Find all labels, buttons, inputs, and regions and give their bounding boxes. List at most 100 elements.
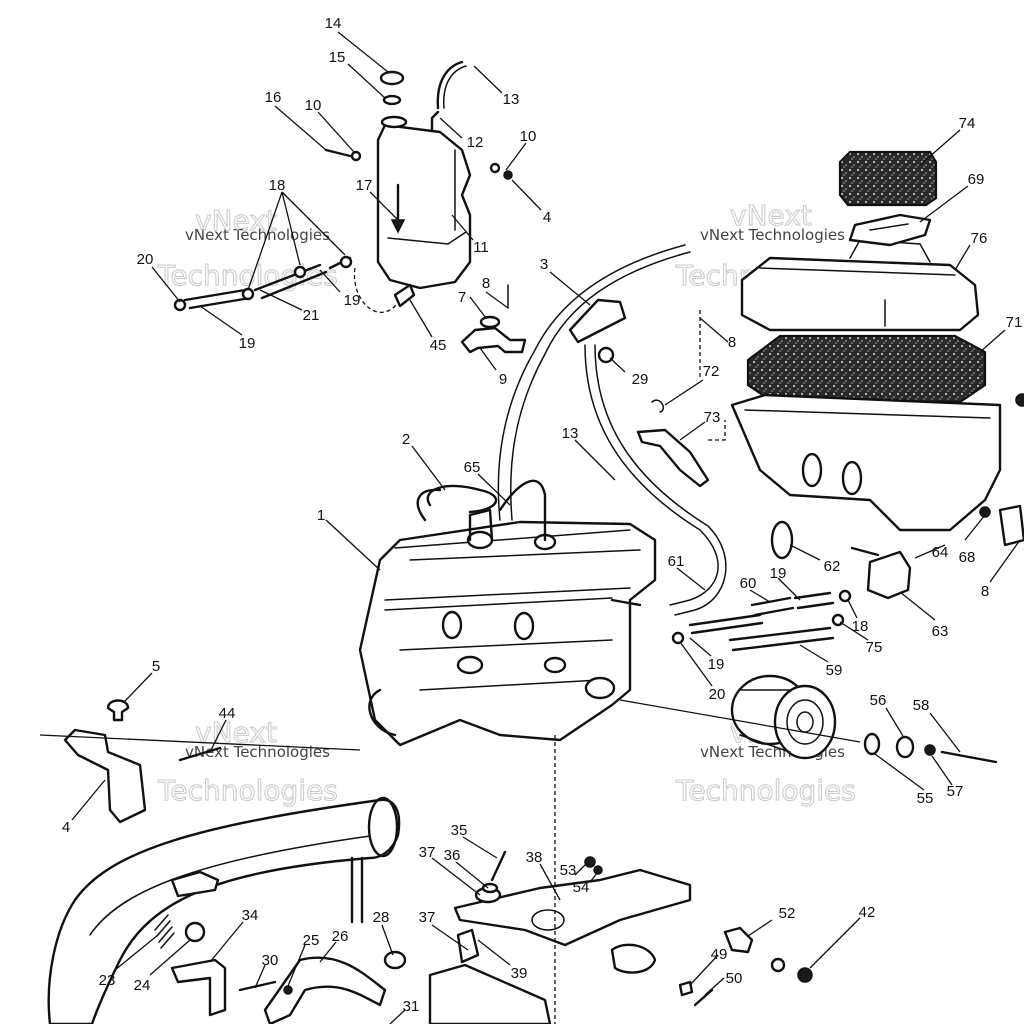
callout-16: 16 [265, 89, 282, 106]
grommet-24 [184, 921, 206, 943]
tube-13-long-b [594, 344, 727, 616]
callout-5: 5 [152, 658, 160, 675]
callout-21: 21 [303, 307, 320, 324]
callout-7: 7 [458, 289, 466, 306]
nut-53 [584, 856, 596, 868]
callout-4-top: 4 [543, 209, 551, 226]
watermark-mid-left: vNext Technologies vNext Technologies [157, 716, 339, 808]
fitting-52 [723, 926, 754, 954]
callout-37-top: 37 [419, 844, 436, 861]
callout-73: 73 [704, 409, 721, 426]
callout-74: 74 [959, 115, 976, 132]
callout-44: 44 [219, 705, 236, 722]
callout-42: 42 [859, 904, 876, 921]
callout-9: 9 [499, 371, 507, 388]
air-box-base [730, 393, 1002, 532]
callout-54: 54 [573, 879, 590, 896]
watermark-text: Technologies [675, 774, 856, 807]
part-49 [678, 980, 694, 997]
washer-10 [350, 150, 362, 162]
vent-tube [436, 60, 464, 110]
spring-23 [154, 914, 175, 949]
callout-50: 50 [726, 970, 743, 987]
callout-leaders [71, 31, 1021, 1024]
callout-8-top: 8 [482, 275, 490, 292]
callout-29: 29 [632, 371, 649, 388]
mount-37b [456, 928, 480, 964]
washer-42 [770, 957, 786, 973]
callout-62: 62 [824, 558, 841, 575]
callout-60: 60 [740, 575, 757, 592]
grommet-7 [479, 315, 501, 329]
bracket-68 [998, 504, 1024, 547]
callout-71: 71 [1006, 314, 1023, 331]
washer-10b [489, 162, 501, 174]
bracket-4-left [63, 728, 147, 824]
callout-35: 35 [451, 822, 468, 839]
watermark-text: vNext [730, 199, 812, 232]
clamp-18 [838, 589, 852, 603]
filter-71 [746, 334, 987, 404]
callout-26: 26 [332, 928, 349, 945]
callout-72: 72 [703, 363, 720, 380]
callout-19-top: 19 [344, 292, 361, 309]
spark-plug-wire [498, 479, 547, 542]
tube-13-long [584, 344, 719, 606]
cable-3 [497, 244, 686, 521]
callout-10: 10 [305, 97, 322, 114]
oil-tank [376, 70, 472, 290]
nut-64 [979, 506, 991, 518]
callout-53: 53 [560, 862, 577, 879]
cover-lower [610, 943, 657, 974]
hose-61 [688, 613, 764, 635]
clamp-29 [597, 346, 615, 364]
callout-59: 59 [826, 662, 843, 679]
air-box-lid [740, 239, 980, 332]
callout-19-left: 19 [239, 335, 256, 352]
plate-69 [848, 213, 932, 247]
callout-69: 69 [968, 171, 985, 188]
exhaust-pipe-26 [263, 956, 387, 1024]
callout-1: 1 [317, 507, 325, 524]
nut-4 [503, 170, 513, 180]
callout-12: 12 [467, 134, 484, 151]
bracket-9 [460, 326, 527, 354]
callout-labels: 14 15 13 16 10 12 10 4 17 11 18 20 19 21… [62, 15, 1023, 1015]
washer-57 [924, 744, 936, 756]
recoil-starter [730, 674, 837, 760]
bolt-30 [238, 980, 277, 992]
bolt-25 [283, 985, 293, 995]
hose-60 [750, 596, 795, 617]
callout-49: 49 [711, 946, 728, 963]
cable-3b [509, 251, 691, 521]
flange-62 [770, 520, 794, 560]
callout-55: 55 [917, 790, 934, 807]
callout-57: 57 [947, 783, 964, 800]
callout-8-right: 8 [981, 583, 989, 600]
callout-24: 24 [134, 977, 151, 994]
bolt-58 [940, 750, 998, 764]
callout-3: 3 [540, 256, 548, 273]
watermark-top-left: vNext Technologies vNext Technologies [157, 204, 339, 293]
callout-28: 28 [373, 909, 390, 926]
callout-61: 61 [668, 553, 685, 570]
watermark-text: Technologies [157, 774, 338, 807]
callout-65: 65 [464, 459, 481, 476]
callout-63: 63 [932, 623, 949, 640]
callout-56: 56 [870, 692, 887, 709]
callout-18-top: 18 [269, 177, 286, 194]
nut-42 [797, 967, 813, 983]
callout-38: 38 [526, 849, 543, 866]
callout-13: 13 [503, 91, 520, 108]
hose-60b [793, 591, 835, 610]
callout-10-right: 10 [520, 128, 537, 145]
bolt-right [1015, 393, 1024, 407]
callout-13-mid: 13 [562, 425, 579, 442]
callout-8-mid: 8 [728, 334, 736, 351]
callout-19-mid: 19 [770, 565, 787, 582]
callout-52: 52 [779, 905, 796, 922]
callout-36: 36 [444, 847, 461, 864]
callout-18-mid: 18 [852, 618, 869, 635]
callout-20-low: 20 [709, 686, 726, 703]
